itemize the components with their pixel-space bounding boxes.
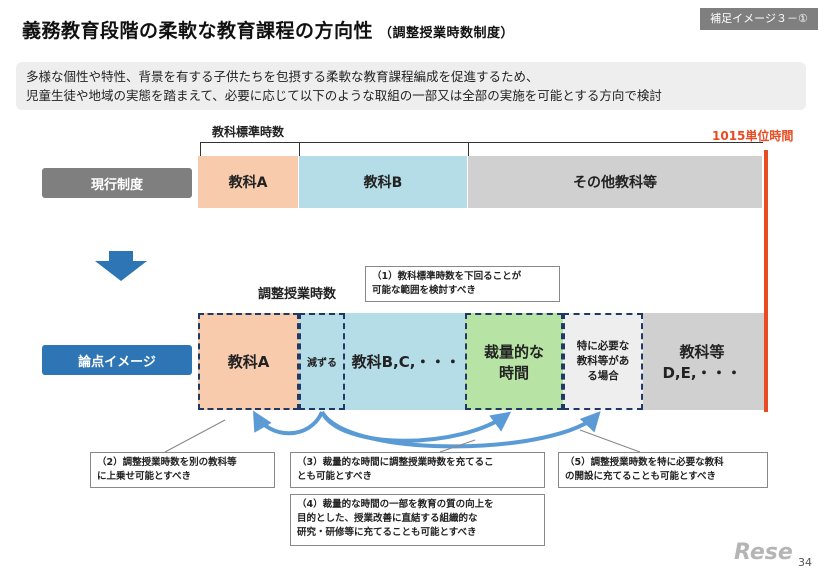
watermark-logo: Rese	[734, 540, 793, 565]
proposal-gray-segment	[642, 313, 764, 410]
standard-hours-label: 教科標準時数	[212, 125, 285, 139]
current-subject-a: 教科A	[198, 156, 298, 208]
total-hours-label: 1015単位時間	[712, 129, 794, 143]
note-2: （2）調整授業時数を別の教科等 に上乗せ可能とすべき	[90, 452, 275, 488]
supplement-tag: 補足イメージ３－①	[700, 8, 818, 30]
current-system-label: 現行制度	[42, 168, 192, 198]
note-4: （4）裁量的な時間の一部を教育の質の向上を 目的とした、授業改善に直結する組織的…	[290, 494, 545, 546]
note-1: （1）教科標準時数を下回ることが 可能な範囲を検討すべき	[365, 266, 560, 302]
summary-line-1: 多様な個性や特性、背景を有する子供たちを包摂する柔軟な教育課程編成を促進するため…	[26, 69, 539, 84]
note-3: （3）裁量的な時間に調整授業時数を充てるこ とも可能とすべき	[290, 452, 545, 488]
page-title: 義務教育段階の柔軟な教育課程の方向性（調整授業時数制度）	[22, 20, 515, 42]
proposal-subjects-de: 教科等 D,E,・・・	[662, 342, 742, 382]
proposal-discretionary-time: 裁量的な時間	[465, 313, 563, 410]
adjusted-hours-label: 調整授業時数	[258, 287, 337, 302]
arrow-down-icon	[95, 251, 147, 281]
bracket-others	[468, 142, 763, 157]
proposal-special-subject: 特に必要な教科等がある場合	[563, 313, 643, 410]
summary-line-2: 児童生徒や地域の実態を踏まえて、必要に応じて以下のような取組の一部又は全部の実施…	[26, 88, 662, 103]
summary-box: 多様な個性や特性、背景を有する子供たちを包摂する柔軟な教育課程編成を促進するため…	[16, 62, 806, 110]
proposal-label: 論点イメージ	[42, 345, 192, 375]
note-5: （5）調整授業時数を特に必要な教科 の開設に充てることも可能とすべき	[558, 452, 768, 488]
page-subtitle: （調整授業時数制度）	[379, 26, 515, 41]
current-subject-b: 教科B	[299, 156, 467, 208]
total-hours-line	[764, 150, 768, 412]
current-other-subjects: その他教科等	[468, 156, 762, 208]
proposal-subject-a: 教科A	[198, 313, 299, 410]
proposal-reduce: 減ずる	[299, 313, 345, 410]
proposal-subjects-bc: 教科B,C,・・・	[351, 353, 461, 371]
page-number: 34	[798, 556, 812, 569]
